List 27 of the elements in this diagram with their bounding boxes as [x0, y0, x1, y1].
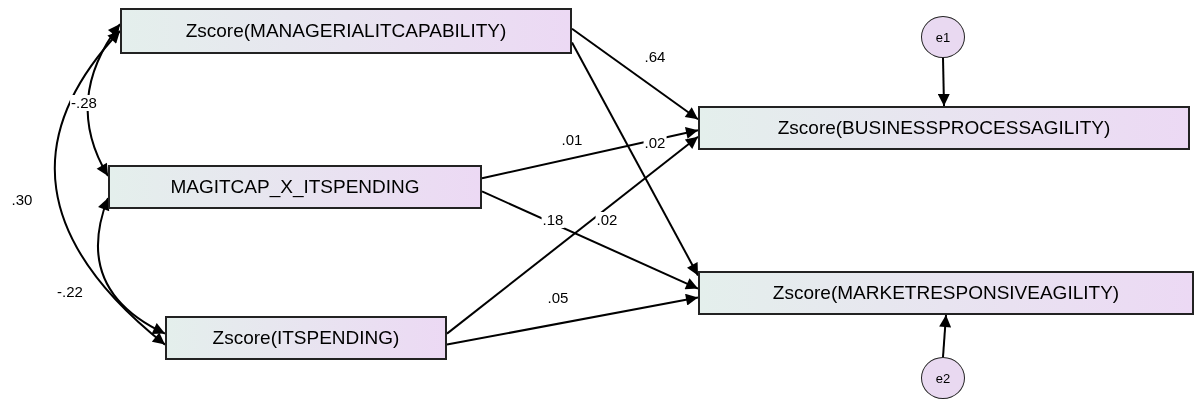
path-arrow: [939, 314, 952, 358]
edge-label: -.28: [70, 95, 98, 111]
edge-label: -.22: [56, 284, 84, 300]
edge-label: .30: [10, 192, 34, 208]
edge-label: .64: [643, 49, 667, 65]
edge-label: .02: [643, 135, 667, 151]
path-arrow: [571, 27, 699, 121]
variable-box: MAGITCAP_X_ITSPENDING: [108, 165, 482, 209]
covariance-arrow: [97, 197, 166, 335]
path-arrow: [937, 57, 950, 107]
path-arrow: [446, 293, 699, 346]
path-arrow: [446, 135, 699, 335]
edge-label: .18: [541, 212, 565, 228]
path-arrow: [481, 190, 699, 290]
variable-box: Zscore(ITSPENDING): [165, 316, 447, 360]
path-arrow: [481, 126, 699, 180]
edge-label: .01: [560, 132, 584, 148]
path-arrow: [571, 41, 699, 277]
error-circle: e1: [921, 16, 965, 58]
covariance-arrow: [53, 30, 166, 346]
variable-box: Zscore(BUSINESSPROCESSAGILITY): [698, 106, 1190, 150]
edge-label: .05: [546, 290, 570, 306]
covariance-arrow: [86, 23, 121, 177]
edge-label: .02: [595, 212, 619, 228]
error-circle: e2: [921, 357, 965, 399]
variable-box: Zscore(MANAGERIALITCAPABILITY): [120, 8, 572, 54]
variable-box: Zscore(MARKETRESPONSIVEAGILITY): [698, 271, 1194, 315]
